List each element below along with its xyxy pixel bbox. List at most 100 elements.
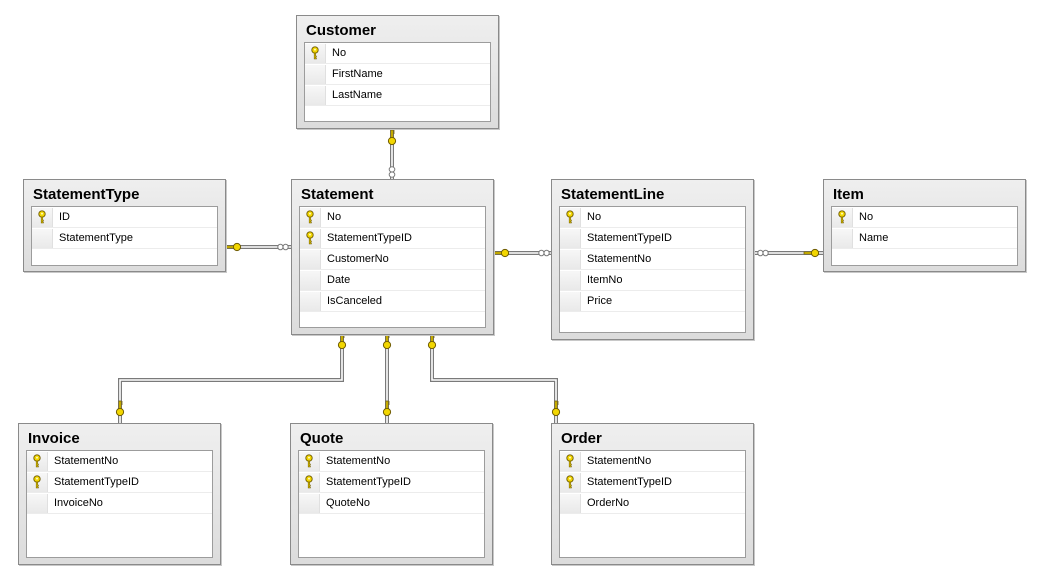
key-bow	[500, 248, 510, 258]
row-selector[interactable]	[832, 207, 853, 227]
row-selector[interactable]	[560, 291, 581, 311]
row-selector[interactable]	[27, 472, 48, 492]
column-row[interactable]: StatementTypeID	[560, 472, 745, 493]
column-row[interactable]: Name	[832, 228, 1017, 249]
column-row[interactable]: StatementTypeID	[560, 228, 745, 249]
key-bow	[810, 248, 820, 258]
row-selector[interactable]	[560, 493, 581, 513]
row-selector[interactable]	[300, 228, 321, 248]
infinity-loop	[757, 249, 764, 257]
column-row[interactable]: Date	[300, 270, 485, 291]
column-row[interactable]: QuoteNo	[299, 493, 484, 514]
column-name: StatementTypeID	[326, 476, 411, 488]
row-selector[interactable]	[32, 228, 53, 248]
row-selector[interactable]	[300, 291, 321, 311]
column-name: InvoiceNo	[54, 497, 103, 509]
column-row[interactable]: No	[832, 207, 1017, 228]
table-title: Quote	[300, 430, 344, 447]
row-selector[interactable]	[299, 451, 320, 471]
relationship-key-icon	[803, 248, 820, 258]
column-row[interactable]: ID	[32, 207, 217, 228]
infinity-loop	[543, 249, 550, 257]
relationship-key-icon	[551, 400, 561, 417]
row-selector[interactable]	[300, 270, 321, 290]
row-selector[interactable]	[299, 472, 320, 492]
row-selector[interactable]	[305, 85, 326, 105]
column-name: LastName	[332, 89, 383, 101]
row-selector[interactable]	[300, 207, 321, 227]
column-grid: ID StatementType	[31, 206, 218, 266]
column-name: StatementTypeID	[587, 232, 672, 244]
many-infinity-icon	[388, 166, 396, 178]
column-row[interactable]: No	[300, 207, 485, 228]
row-selector[interactable]	[32, 207, 53, 227]
column-row[interactable]: No	[305, 43, 490, 64]
row-selector[interactable]	[832, 228, 853, 248]
column-row[interactable]: StatementTypeID	[299, 472, 484, 493]
relationship-key-icon	[115, 400, 125, 417]
column-row[interactable]: StatementNo	[27, 451, 212, 472]
row-selector[interactable]	[299, 493, 320, 513]
column-row[interactable]: ItemNo	[560, 270, 745, 291]
column-row[interactable]: StatementTypeID	[27, 472, 212, 493]
key-bow	[427, 340, 437, 350]
relationship-key-icon	[382, 400, 392, 417]
column-row[interactable]: StatementTypeID	[300, 228, 485, 249]
primary-key-icon	[306, 210, 314, 224]
row-selector[interactable]	[560, 249, 581, 269]
column-row[interactable]: LastName	[305, 85, 490, 106]
key-shaft	[385, 333, 390, 342]
infinity-loop	[277, 243, 284, 251]
key-bow	[115, 407, 125, 417]
column-row[interactable]: StatementNo	[299, 451, 484, 472]
column-name: Price	[587, 295, 613, 307]
column-row[interactable]: CustomerNo	[300, 249, 485, 270]
column-name: StatementNo	[587, 253, 652, 265]
column-row[interactable]: FirstName	[305, 64, 490, 85]
table-title: StatementType	[33, 186, 140, 203]
column-row[interactable]: No	[560, 207, 745, 228]
row-selector[interactable]	[560, 472, 581, 492]
column-name: StatementTypeID	[327, 232, 412, 244]
column-row[interactable]: IsCanceled	[300, 291, 485, 312]
primary-key-icon	[305, 454, 313, 468]
relationship-line-outer	[118, 335, 344, 423]
key-shaft	[390, 129, 395, 138]
row-selector[interactable]	[560, 228, 581, 248]
row-selector[interactable]	[560, 451, 581, 471]
column-name: ID	[59, 211, 70, 223]
column-row[interactable]: StatementNo	[560, 249, 745, 270]
column-row[interactable]: StatementType	[32, 228, 217, 249]
key-bow	[382, 340, 392, 350]
column-row[interactable]: StatementNo	[560, 451, 745, 472]
infinity-loop	[388, 171, 396, 178]
column-row[interactable]: OrderNo	[560, 493, 745, 514]
infinity-loop	[538, 249, 545, 257]
key-bow	[382, 407, 392, 417]
row-selector[interactable]	[560, 270, 581, 290]
column-row[interactable]: InvoiceNo	[27, 493, 212, 514]
row-selector[interactable]	[560, 207, 581, 227]
row-selector[interactable]	[27, 493, 48, 513]
column-name: StatementTypeID	[54, 476, 139, 488]
row-selector[interactable]	[300, 249, 321, 269]
row-selector[interactable]	[305, 43, 326, 63]
many-infinity-icon	[757, 249, 769, 257]
key-shaft	[554, 400, 559, 409]
column-row[interactable]: Price	[560, 291, 745, 312]
column-name: OrderNo	[587, 497, 630, 509]
column-name: StatementTypeID	[587, 476, 672, 488]
key-bow	[232, 242, 242, 252]
row-selector[interactable]	[305, 64, 326, 84]
row-selector[interactable]	[27, 451, 48, 471]
